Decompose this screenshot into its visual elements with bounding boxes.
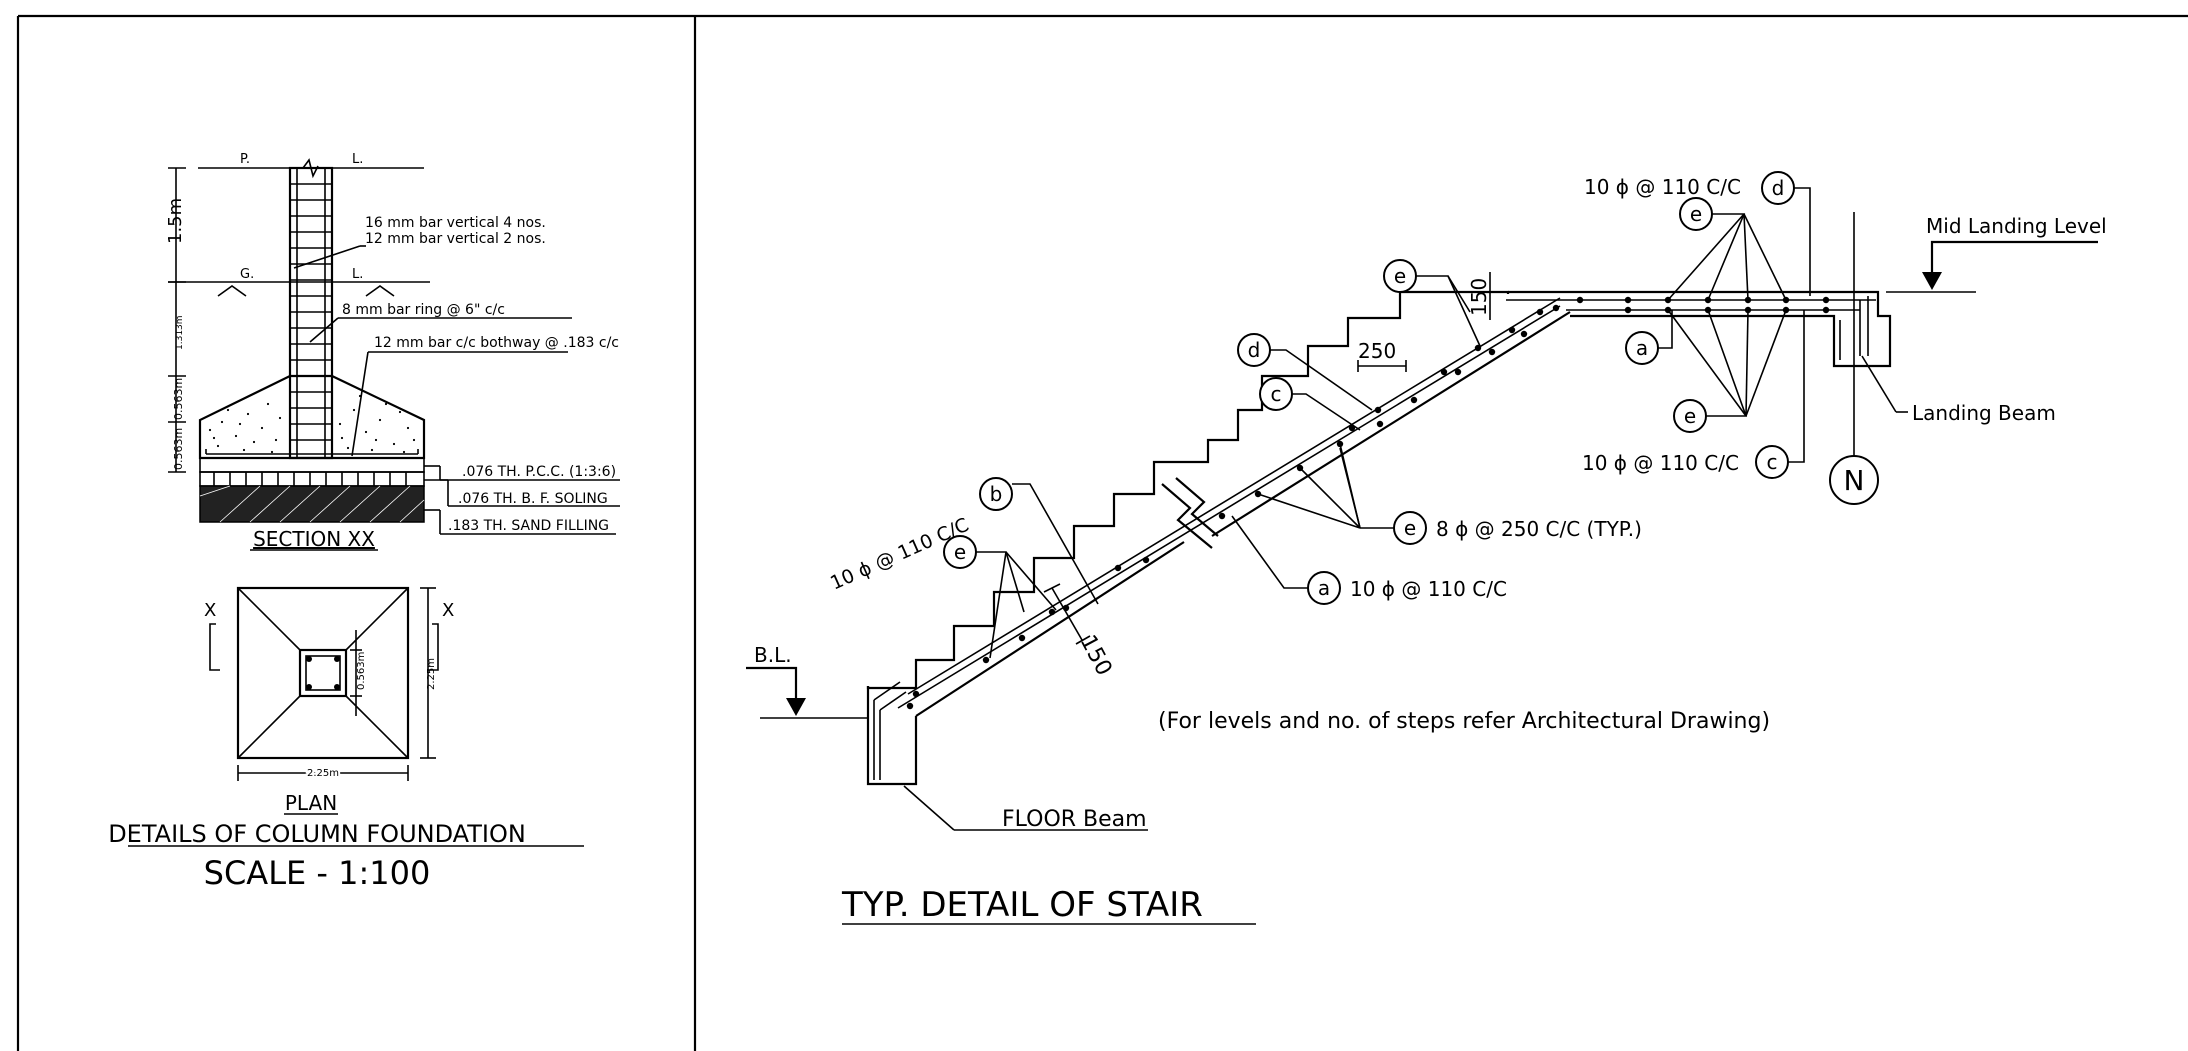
details-title: DETAILS OF COLUMN FOUNDATION	[108, 820, 526, 848]
note-12mm-vertical: 12 mm bar vertical 2 nos.	[365, 231, 546, 247]
dim-0-563m-a: 0.563m	[172, 378, 185, 420]
plan-x-right: X	[442, 600, 454, 621]
foundation-notes: 16 mm bar vertical 4 nos. 12 mm bar vert…	[293, 215, 620, 535]
foundation-layers	[199, 457, 425, 523]
ground-g-label: G.	[240, 267, 254, 282]
bubble-e-top: e	[1690, 202, 1702, 226]
bl-label: B.L.	[754, 643, 792, 667]
scale-label: SCALE - 1:100	[204, 854, 431, 892]
bar-d-top-label: 10 ɸ @ 110 C/C	[1584, 175, 1741, 199]
foundation-section: P. L. G. L.	[165, 152, 620, 551]
section-xx-title: SECTION XX	[253, 527, 375, 551]
bubble-a-center: a	[1318, 576, 1330, 600]
plan-title: PLAN	[285, 791, 337, 815]
foundation-plan: X X 0.563m 2.25m 2.25m PLAN DETAILS OF C…	[108, 586, 584, 892]
bar-e-typ-label: 8 ɸ @ 250 C/C (TYP.)	[1436, 517, 1642, 541]
landing-beam-label: Landing Beam	[1912, 401, 2056, 425]
upper-flight-steps	[1178, 290, 1510, 464]
dim-1-5m: 1.5m	[165, 198, 186, 244]
bubble-e-lower-right: e	[1684, 404, 1696, 428]
stair-detail: FLOOR Beam B.L.	[746, 171, 2107, 925]
floor-beam-label: FLOOR Beam	[1002, 807, 1147, 832]
plan-x-left: X	[204, 600, 216, 621]
sheet-frame	[16, 14, 2188, 1051]
plinth-l-label: L.	[352, 152, 363, 167]
dim-2-25m-v: 2.25m	[426, 658, 437, 690]
bubble-c-left: c	[1271, 382, 1282, 406]
layer-pcc: .076 TH. P.C.C. (1:3:6)	[462, 464, 616, 480]
layer-soling: .076 TH. B. F. SOLING	[458, 491, 608, 507]
floor-beam: FLOOR Beam	[866, 681, 1148, 832]
dim-2-25m-h: 2.25m	[307, 768, 339, 779]
layer-sand: .183 TH. SAND FILLING	[448, 518, 609, 534]
column-shaft	[288, 158, 334, 460]
north-marker: N	[1844, 464, 1865, 497]
ground-symbol	[217, 285, 247, 297]
bubble-d-left: d	[1248, 338, 1261, 362]
bubble-c-right: c	[1767, 450, 1778, 474]
dim-0-563m-b: 0.563m	[172, 428, 185, 470]
break-line	[1161, 483, 1213, 549]
dim-0-563m-plan: 0.563m	[356, 652, 367, 690]
bubble-d-top: d	[1772, 176, 1785, 200]
bubble-e-lower-left: e	[954, 540, 966, 564]
vertical-dimensions: 1.5m 1.313m 0.563m 0.563m	[165, 167, 186, 473]
bar-c-right-label: 10 ɸ @ 110 C/C	[1582, 451, 1739, 475]
bubble-a-right: a	[1636, 336, 1648, 360]
dim-250: 250	[1358, 339, 1396, 363]
bubble-e-upper: e	[1394, 264, 1406, 288]
ground-l-label: L.	[352, 267, 363, 282]
bubble-b: b	[990, 482, 1003, 506]
note-8mm-ring: 8 mm bar ring @ 6" c/c	[342, 302, 505, 318]
stair-note: (For levels and no. of steps refer Archi…	[1158, 709, 1770, 734]
bar-a-label: 10 ɸ @ 110 C/C	[1350, 577, 1507, 601]
bubble-e-typ: e	[1404, 516, 1416, 540]
stair-title: TYP. DETAIL OF STAIR	[841, 885, 1203, 925]
mid-landing-label: Mid Landing Level	[1926, 214, 2107, 238]
footing-concrete	[198, 374, 426, 460]
note-12mm-bothway: 12 mm bar c/c bothway @ .183 c/c	[374, 335, 619, 351]
dim-150-waist: 150	[1075, 631, 1117, 680]
plinth-p-label: P.	[240, 152, 250, 167]
lower-flight-steps	[866, 460, 1178, 690]
ground-symbol	[365, 285, 395, 297]
landing-slab	[1508, 290, 1892, 368]
dim-1-313m: 1.313m	[175, 315, 185, 350]
note-16mm: 16 mm bar vertical 4 nos.	[365, 215, 546, 231]
dim-150-top: 150	[1467, 278, 1491, 316]
